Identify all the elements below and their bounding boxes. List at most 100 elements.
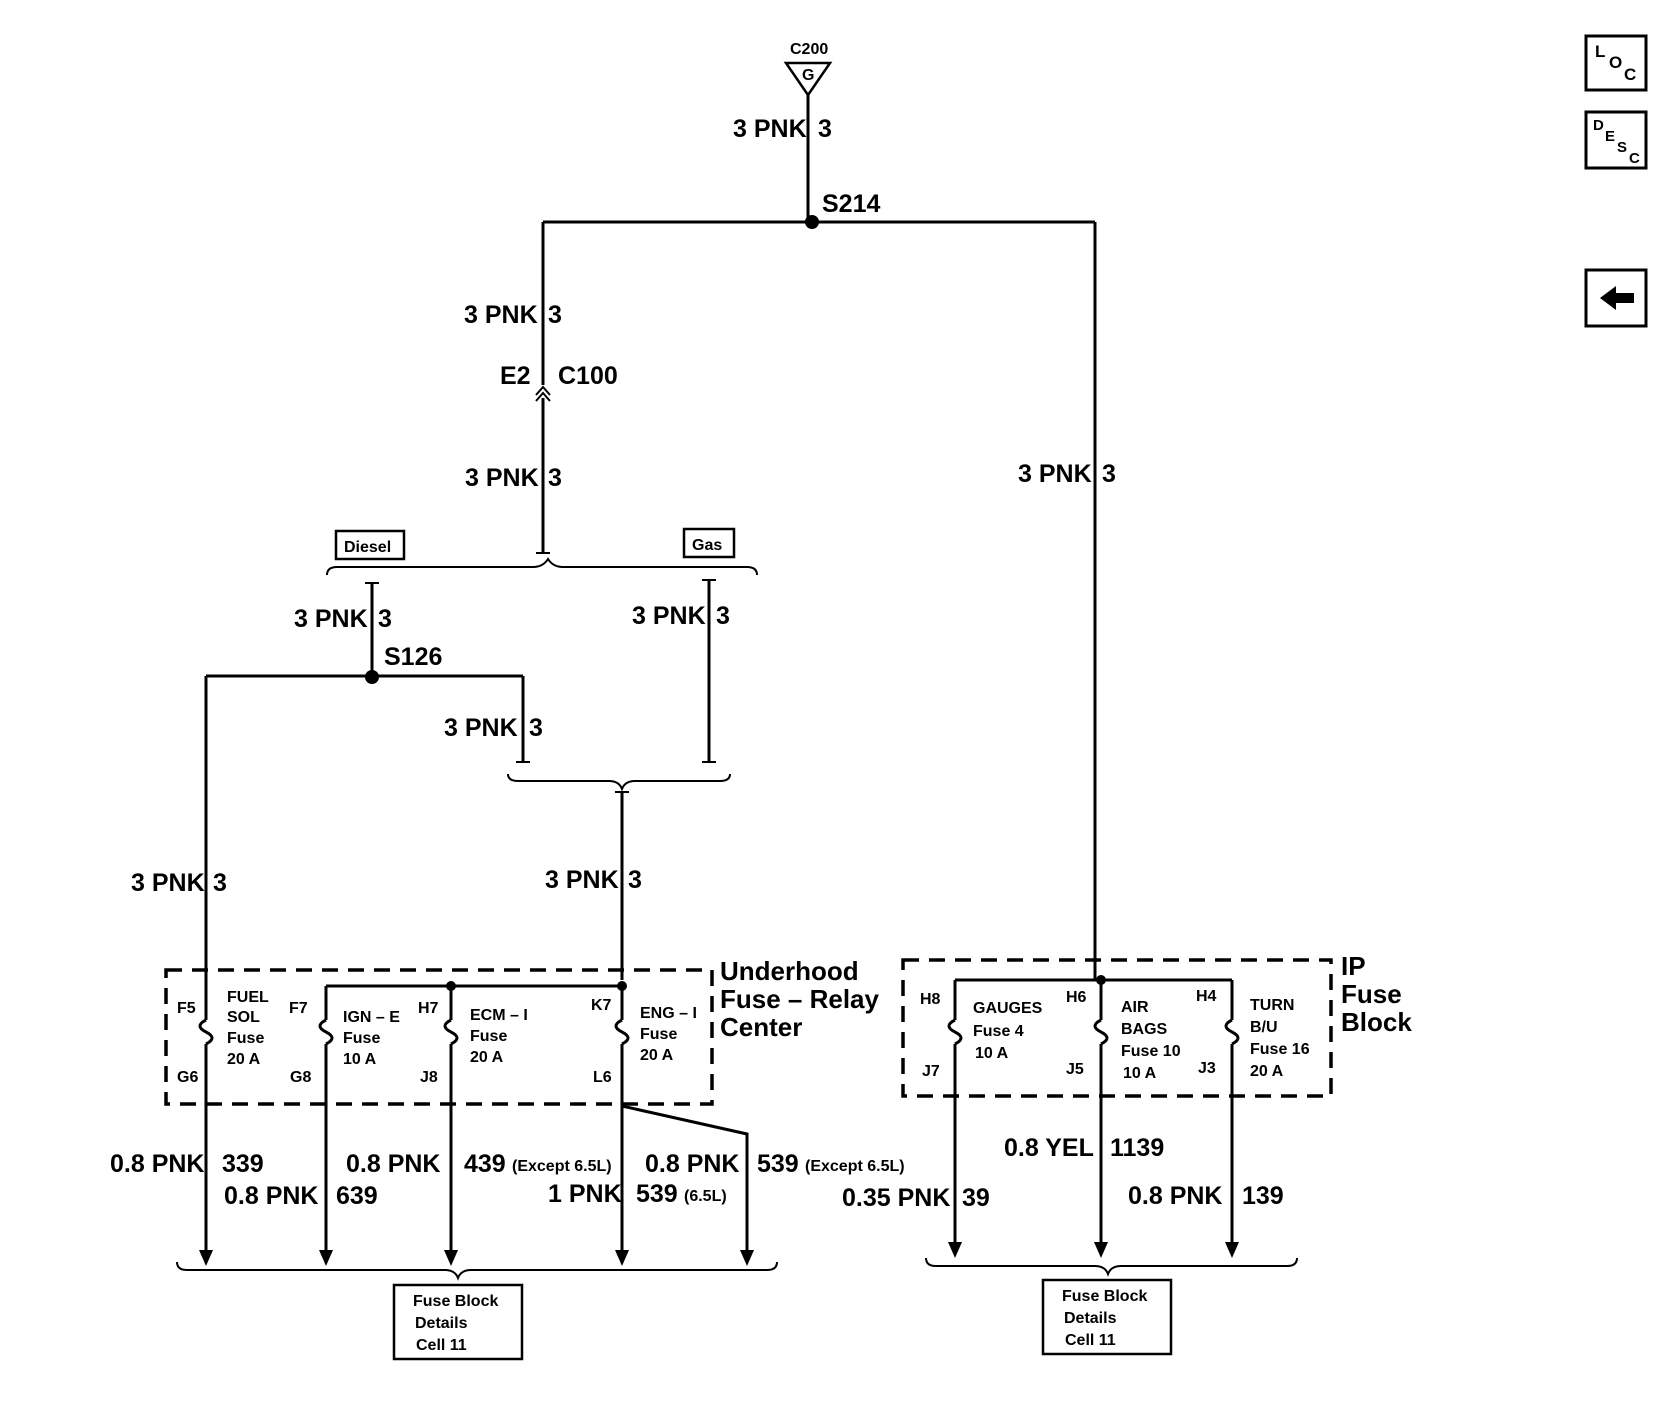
c100-connector-icon: [535, 385, 551, 402]
fuse-f5-in-pin: F5: [177, 1000, 196, 1017]
left-arrow-icon: [1600, 286, 1634, 310]
ground-connector-label: C200: [790, 41, 828, 58]
fuse-f5-out-pin: G6: [177, 1069, 198, 1086]
diesel-option-box: [334, 529, 406, 561]
fuse-air-bags-line-1: AIR: [1121, 999, 1149, 1016]
s126-right-gauge-label: 3 PNK: [444, 714, 518, 742]
fuse-ecm-i-line-3: 20 A: [470, 1049, 504, 1066]
fuse-ign-e-line-1: IGN – E: [343, 1009, 400, 1026]
gas-option-box: [682, 527, 736, 559]
fuse-ecm-i-line-2: Fuse: [470, 1028, 507, 1045]
fuse-fuel-sol-line-4: 20 A: [227, 1051, 261, 1068]
fuse-h6-in-pin: H6: [1066, 989, 1087, 1006]
fuse-ecm-i-line-1: ECM – I: [470, 1007, 528, 1024]
s126-splice-dot: [365, 670, 379, 684]
s126-label: S126: [384, 643, 442, 671]
fuse-icon: [1224, 1018, 1240, 1046]
gas-drop-gauge-label: 3 PNK: [632, 602, 706, 630]
w439-circuit-label: 439: [464, 1150, 506, 1178]
left-lower-circuit-label: 3: [548, 464, 562, 492]
w639-circuit-label: 639: [336, 1182, 378, 1210]
underhood-title-line-3: Center: [720, 1012, 802, 1042]
fuse-icon: [614, 1018, 630, 1046]
ip-reference-line-2: Details: [1064, 1310, 1117, 1327]
back-button[interactable]: [1584, 268, 1648, 328]
underhood-reference-box[interactable]: [392, 1283, 524, 1361]
s214-splice-dot: [805, 215, 819, 229]
w1139-circuit-label: 1139: [1110, 1134, 1164, 1162]
fuse-turn-bu-line-1: TURN: [1250, 997, 1294, 1014]
w39-gauge-label: 0.35 PNK: [842, 1184, 950, 1212]
desc-button-frame[interactable]: [1584, 110, 1648, 170]
top-wire-circuit-label: 3: [818, 115, 832, 143]
ip-title-line-3: Block: [1341, 1007, 1412, 1037]
arrow-down-icon: [1225, 1242, 1239, 1258]
desc-letter-1: D: [1593, 117, 1604, 134]
arrow-down-icon: [948, 1242, 962, 1258]
desc-letter-4: C: [1629, 150, 1640, 167]
desc-button[interactable]: D E S C: [1584, 110, 1648, 170]
w539a-note-label: (Except 6.5L): [805, 1158, 905, 1175]
underhood-reference-line-3: Cell 11: [416, 1337, 467, 1354]
diesel-drop-circuit-label: 3: [378, 605, 392, 633]
option-bracket: [326, 557, 758, 576]
ip-title-line-2: Fuse: [1341, 979, 1402, 1009]
ground-icon: [783, 61, 833, 98]
w139-circuit-label: 139: [1242, 1182, 1284, 1210]
underhood-fuse-block-details-link[interactable]: Fuse Block Details Cell 11: [392, 1283, 524, 1361]
fuse-k7-out-pin: L6: [593, 1069, 612, 1086]
fuse-gauges-line-3: 10 A: [975, 1045, 1009, 1062]
ip-fuse-block-details-link[interactable]: Fuse Block Details Cell 11: [1041, 1278, 1173, 1356]
arrow-down-icon: [444, 1250, 458, 1266]
w339-circuit-label: 339: [222, 1150, 264, 1178]
arrow-down-icon: [1094, 1242, 1108, 1258]
fuse-eng-i-line-1: ENG – I: [640, 1005, 697, 1022]
fuse-h7-in-pin: H7: [418, 1000, 439, 1017]
c100-pin-label: E2: [500, 362, 531, 390]
circuit-539-except-wire: [621, 1104, 749, 1252]
ip-fuse-block-boundary: [901, 958, 1333, 1098]
ip-reference-box[interactable]: [1041, 1278, 1173, 1356]
w39-circuit-label: 39: [962, 1184, 990, 1212]
fuse-fuel-sol-line-2: SOL: [227, 1009, 260, 1026]
s126-left-circuit-label: 3: [213, 869, 227, 897]
right-main-gauge-label: 3 PNK: [1018, 460, 1092, 488]
fuse-gauges-line-1: GAUGES: [973, 1000, 1043, 1017]
loc-button-frame[interactable]: [1584, 34, 1648, 92]
fuse-k7-in-pin: K7: [591, 997, 612, 1014]
merge-down-gauge-label: 3 PNK: [545, 866, 619, 894]
underhood-title-line-1: Underhood: [720, 956, 859, 986]
ip-output-bracket: [925, 1257, 1298, 1277]
underhood-output-bracket: [176, 1261, 778, 1281]
fuse-turn-bu-line-4: 20 A: [1250, 1063, 1284, 1080]
w539a-gauge-label: 0.8 PNK: [645, 1150, 739, 1178]
merge-bracket: [507, 773, 731, 792]
fuse-icon: [1093, 1018, 1109, 1046]
top-wire-gauge-label: 3 PNK: [733, 115, 807, 143]
s126-left-gauge-label: 3 PNK: [131, 869, 205, 897]
fuse-icon: [947, 1018, 963, 1046]
arrow-down-icon: [615, 1250, 629, 1266]
fuse-air-bags-line-4: 10 A: [1123, 1065, 1157, 1082]
fuse-ign-e-line-2: Fuse: [343, 1030, 380, 1047]
w439-gauge-label: 0.8 PNK: [346, 1150, 440, 1178]
arrow-down-icon: [319, 1250, 333, 1266]
fuse-eng-i-line-3: 20 A: [640, 1047, 674, 1064]
fuse-f7-out-pin: G8: [290, 1069, 311, 1086]
c100-name-label: C100: [558, 362, 618, 390]
left-upper-circuit-label: 3: [548, 301, 562, 329]
fuse-f7-in-pin: F7: [289, 1000, 308, 1017]
underhood-reference-line-2: Details: [415, 1315, 468, 1332]
fuse-air-bags-line-3: Fuse 10: [1121, 1043, 1181, 1060]
fuse-gauges-line-2: Fuse 4: [973, 1023, 1024, 1040]
loc-button[interactable]: L O C: [1584, 34, 1648, 92]
underhood-reference-line-1: Fuse Block: [413, 1293, 498, 1310]
w639-gauge-label: 0.8 PNK: [224, 1182, 318, 1210]
left-upper-gauge-label: 3 PNK: [464, 301, 538, 329]
arrow-down-icon: [199, 1250, 213, 1266]
ip-reference-line-3: Cell 11: [1065, 1332, 1116, 1349]
fuse-icon: [443, 1018, 459, 1046]
gas-drop-circuit-label: 3: [716, 602, 730, 630]
underhood-boundary: [164, 968, 714, 1106]
w539b-note-label: (6.5L): [684, 1188, 727, 1205]
